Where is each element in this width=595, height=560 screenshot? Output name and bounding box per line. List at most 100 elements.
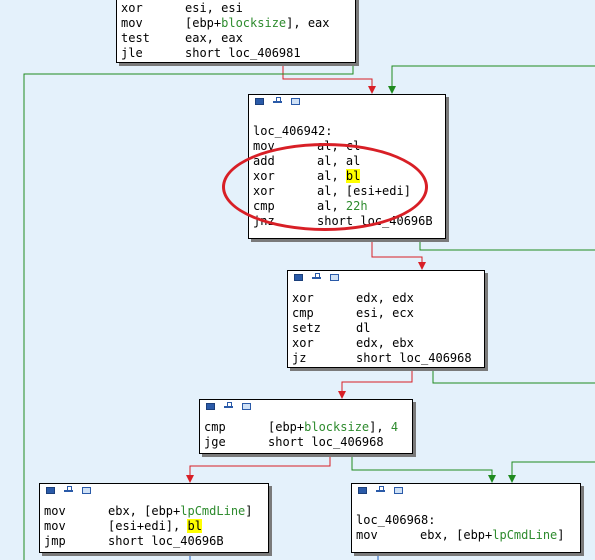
operand: dl — [356, 321, 371, 335]
operand: short loc_406968 — [268, 435, 384, 449]
operand: edx, edx — [356, 291, 414, 305]
graph-text-icon[interactable] — [82, 487, 91, 494]
instruction-line[interactable]: test eax, eax — [117, 31, 355, 46]
edge-loop-jnz — [419, 238, 595, 251]
graph-overview-icon[interactable] — [46, 487, 55, 494]
symbol-name[interactable]: lpCmdLine — [492, 528, 558, 542]
mnemonic: test — [121, 31, 150, 45]
code-block-loc-406968[interactable]: loc_406968:mov ebx, [ebp+lpCmdLine] — [351, 483, 581, 553]
instruction-line[interactable]: jmp short loc_40696B — [40, 534, 268, 549]
instruction-line[interactable]: mov ebx, [ebp+lpCmdLine] — [352, 528, 580, 543]
instruction-line[interactable]: xor edx, edx — [288, 291, 484, 306]
instruction-line[interactable]: jz short loc_406968 — [288, 351, 484, 366]
instruction-line[interactable]: mov [ebp+blocksize], eax — [117, 16, 355, 31]
mnemonic: jge — [204, 435, 226, 449]
graph-overview-icon[interactable] — [294, 274, 303, 281]
graph-text-icon[interactable] — [394, 487, 403, 494]
edge-backedge-loop — [391, 65, 595, 93]
code-lines: loc_406968:mov ebx, [ebp+lpCmdLine] — [352, 498, 580, 543]
mnemonic: mov — [44, 519, 66, 533]
operand: [ebp+ — [185, 16, 222, 30]
operand: ] — [557, 528, 565, 542]
operand: eax, eax — [185, 31, 243, 45]
graph-overview-icon[interactable] — [358, 487, 367, 494]
edge-top-to-loop-false — [282, 63, 373, 93]
graph-text-icon[interactable] — [242, 403, 251, 410]
instruction-line[interactable] — [249, 109, 445, 124]
graph-text-icon[interactable] — [330, 274, 339, 281]
mnemonic: xor — [121, 1, 143, 15]
mnemonic: mov — [356, 528, 378, 542]
instruction-line[interactable] — [352, 498, 580, 513]
label-text: loc_406968: — [356, 513, 436, 527]
mnemonic: xor — [292, 336, 314, 350]
code-label[interactable]: loc_406968: — [352, 513, 580, 528]
label-text: loc_406942: — [253, 124, 333, 138]
instruction-line[interactable]: mov ebx, [ebp+lpCmdLine] — [40, 504, 268, 519]
operand: ], eax — [286, 16, 330, 30]
mnemonic: cmp — [292, 306, 314, 320]
mnemonic: cmp — [204, 420, 226, 434]
instruction-line[interactable]: jge short loc_406968 — [200, 435, 412, 450]
graph-zoom-icon[interactable] — [376, 486, 385, 492]
operand: short loc_40696B — [108, 534, 224, 548]
block-header — [288, 271, 484, 285]
instruction-line[interactable]: xor esi, esi — [117, 1, 355, 16]
operand: ebx, [ebp+ — [420, 528, 493, 542]
graph-zoom-icon[interactable] — [64, 486, 73, 492]
edge-cmp2-to-right-true — [351, 454, 493, 482]
block-header — [40, 484, 268, 498]
block-header — [352, 484, 580, 498]
graph-overview-icon[interactable] — [255, 98, 264, 105]
block-header — [200, 400, 412, 414]
graph-zoom-icon[interactable] — [312, 273, 321, 279]
instruction-line[interactable]: mov[esi+edi], bl — [40, 519, 268, 534]
code-label[interactable]: loc_406942: — [249, 124, 445, 139]
operand: ] — [245, 504, 253, 518]
instruction-line[interactable]: cmp esi, ecx — [288, 306, 484, 321]
operand: short loc_406968 — [356, 351, 472, 365]
operand: esi, ecx — [356, 306, 414, 320]
mnemonic: jz — [292, 351, 307, 365]
edge-cmp1-to-cmp2-false — [341, 368, 413, 398]
highlighted-register[interactable]: bl — [187, 519, 202, 533]
mnemonic: jle — [121, 46, 143, 60]
symbol-name[interactable]: blocksize — [221, 16, 287, 30]
instruction-line[interactable]: cmp[ebp+blocksize], 4 — [200, 420, 412, 435]
operand: short loc_406981 — [185, 46, 301, 60]
graph-overview-icon[interactable] — [206, 403, 215, 410]
code-lines: xor esi, esi mov [ebp+blocksize], eax test ea… — [117, 0, 355, 61]
operand: esi, esi — [185, 1, 243, 15]
instruction-line[interactable]: jle short loc_406981 — [117, 46, 355, 61]
graph-zoom-icon[interactable] — [224, 402, 233, 408]
immediate-value: 4 — [390, 420, 399, 434]
edge-cmp1-jz — [432, 368, 595, 384]
mnemonic: mov — [44, 504, 66, 518]
mnemonic: xor — [292, 291, 314, 305]
code-block-top[interactable]: xor esi, esi mov [ebp+blocksize], eax test ea… — [116, 0, 356, 63]
edge-loop-to-cmp1-false — [371, 238, 423, 269]
edge-cmp2-to-left-false — [189, 454, 331, 482]
block-header — [249, 95, 445, 109]
symbol-name[interactable]: blocksize — [304, 420, 370, 434]
mnemonic: setz — [292, 321, 321, 335]
graph-text-icon[interactable] — [291, 98, 300, 105]
edge-top-jle — [23, 63, 354, 560]
symbol-name[interactable]: lpCmdLine — [180, 504, 246, 518]
operand: ebx, [ebp+ — [108, 504, 181, 518]
mnemonic: mov — [121, 16, 143, 30]
instruction-line[interactable]: setz dl — [288, 321, 484, 336]
edge-into-right — [511, 461, 595, 482]
operand: ], — [369, 420, 391, 434]
mnemonic: jmp — [44, 534, 66, 548]
graph-zoom-icon[interactable] — [273, 97, 282, 103]
annotation-circle — [222, 143, 428, 231]
